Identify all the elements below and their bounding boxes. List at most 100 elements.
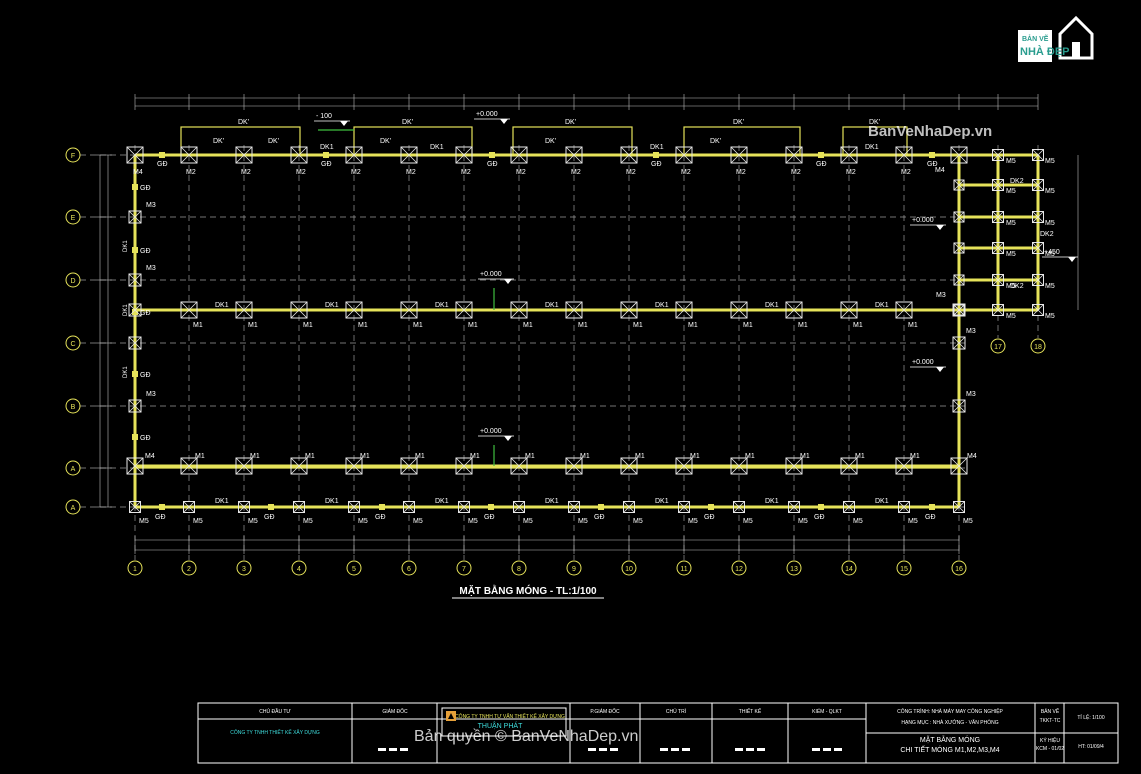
grid-bubble-label: 9: [572, 566, 576, 573]
footing-cross: [730, 146, 748, 164]
grid-bubble-circle: [65, 147, 81, 163]
footing-label: M5: [1045, 158, 1055, 165]
grid-bubble-A: A: [65, 460, 81, 476]
footing-A-9: [568, 501, 580, 513]
beam-joint: [132, 371, 138, 377]
grid-bubble-label: 5: [352, 566, 356, 573]
watermark-site: BanVeNhaDep.vn: [868, 123, 992, 140]
footing-D-1: [128, 303, 142, 317]
footing-label: M2: [571, 169, 581, 176]
footing-B-2: [180, 457, 198, 475]
footing-outline: [1032, 304, 1044, 316]
footing-F-1: [126, 146, 144, 164]
footing-label: M5: [1045, 251, 1055, 258]
footing-cross: [128, 210, 142, 224]
footing-outline: [565, 146, 583, 164]
footing-outline: [513, 501, 525, 513]
grid-bubble-label: 11: [680, 566, 687, 573]
footing-outline: [785, 146, 803, 164]
footing-cross: [678, 501, 690, 513]
footing-outline: [952, 399, 966, 413]
footing-cross: [733, 501, 745, 513]
beam-joint-label: GĐ: [321, 161, 332, 168]
footing-label: M2: [626, 169, 636, 176]
footing-cross: [952, 399, 966, 413]
footing-F-16: [950, 146, 968, 164]
beam-label: DK1: [875, 498, 889, 505]
beam-joint: [929, 504, 935, 510]
grid-bubble-circle: [236, 560, 252, 576]
footing-cross: [952, 336, 966, 350]
footing-label: M4: [967, 453, 977, 460]
footing-label: M5: [1045, 188, 1055, 195]
footing-outline: [895, 457, 913, 475]
footing-outline: [675, 146, 693, 164]
footing-label: M3: [146, 391, 156, 398]
footing-label: M1: [635, 453, 645, 460]
beam-joint: [132, 184, 138, 190]
footings: [126, 146, 1044, 513]
beam-joint: [653, 152, 659, 158]
beam-joint-label: GĐ: [375, 514, 386, 521]
footing-outline: [126, 146, 144, 164]
footing-label: M5: [1006, 283, 1016, 290]
grid-bubble-2: 2: [181, 560, 197, 576]
footing-outline: [953, 501, 965, 513]
footing-cross: [992, 211, 1004, 223]
beam-label: DK2: [1010, 283, 1024, 290]
footing-cross: [898, 501, 910, 513]
level-mark-arrow: [936, 367, 944, 372]
footing-outline: [840, 301, 858, 319]
grid-bubble-D: D: [65, 272, 81, 288]
grid-bubble-label: 4: [297, 566, 301, 573]
beam-label: DK': [402, 119, 413, 126]
footing-A-15: [898, 501, 910, 513]
footing-cross: [183, 501, 195, 513]
title-block: [197, 702, 1119, 764]
footing-F-7: [455, 146, 473, 164]
grid-bubble-label: 14: [845, 566, 853, 573]
footing-label: M3: [966, 391, 976, 398]
footing-label: M3: [936, 292, 946, 299]
footing-label: M4: [935, 167, 945, 174]
footing-cross: [953, 211, 965, 223]
beam-joint-label: GĐ: [140, 372, 151, 379]
beam-joint-label: GĐ: [140, 310, 151, 317]
grid-bubble-5: 5: [346, 560, 362, 576]
footing-label: M1: [910, 453, 920, 460]
beam-label: DK1: [435, 302, 449, 309]
footing-outline: [403, 501, 415, 513]
footing-D-10: [620, 301, 638, 319]
footing-cross: [1032, 304, 1044, 316]
footing-outline: [785, 457, 803, 475]
footing-cross: [403, 501, 415, 513]
grid-bubble-16: 16: [951, 560, 967, 576]
footing-outline: [620, 457, 638, 475]
footing-outline: [895, 146, 913, 164]
footing-A-2: [183, 501, 195, 513]
footing-cross: [235, 301, 253, 319]
footing-cross: [953, 501, 965, 513]
beam-label: DK1: [215, 302, 229, 309]
footing-outline: [400, 301, 418, 319]
footing-F-15: [895, 146, 913, 164]
grid-bubble-circle: [65, 460, 81, 476]
footing-F-10: [620, 146, 638, 164]
footing-cross: [345, 457, 363, 475]
beam-label: DK1: [655, 302, 669, 309]
footing-label: M2: [241, 169, 251, 176]
footing-F-13: [785, 146, 803, 164]
footing-cross: [129, 501, 141, 513]
grid-bubble-circle: [65, 398, 81, 414]
brand-line1: BẢN VẼ: [1022, 34, 1049, 43]
footing-cross: [785, 301, 803, 319]
footing-cross: [128, 336, 142, 350]
footing-B-10: [620, 457, 638, 475]
beam-joint: [379, 504, 385, 510]
footing-cross: [675, 301, 693, 319]
project-line1: CÔNG TRÌNH: NHÀ MÁY MAY CÔNG NGHIỆP: [897, 707, 1003, 715]
footing-B-16: [950, 457, 968, 475]
level-mark-arrow: [936, 225, 944, 230]
footing-cross: [992, 304, 1004, 316]
